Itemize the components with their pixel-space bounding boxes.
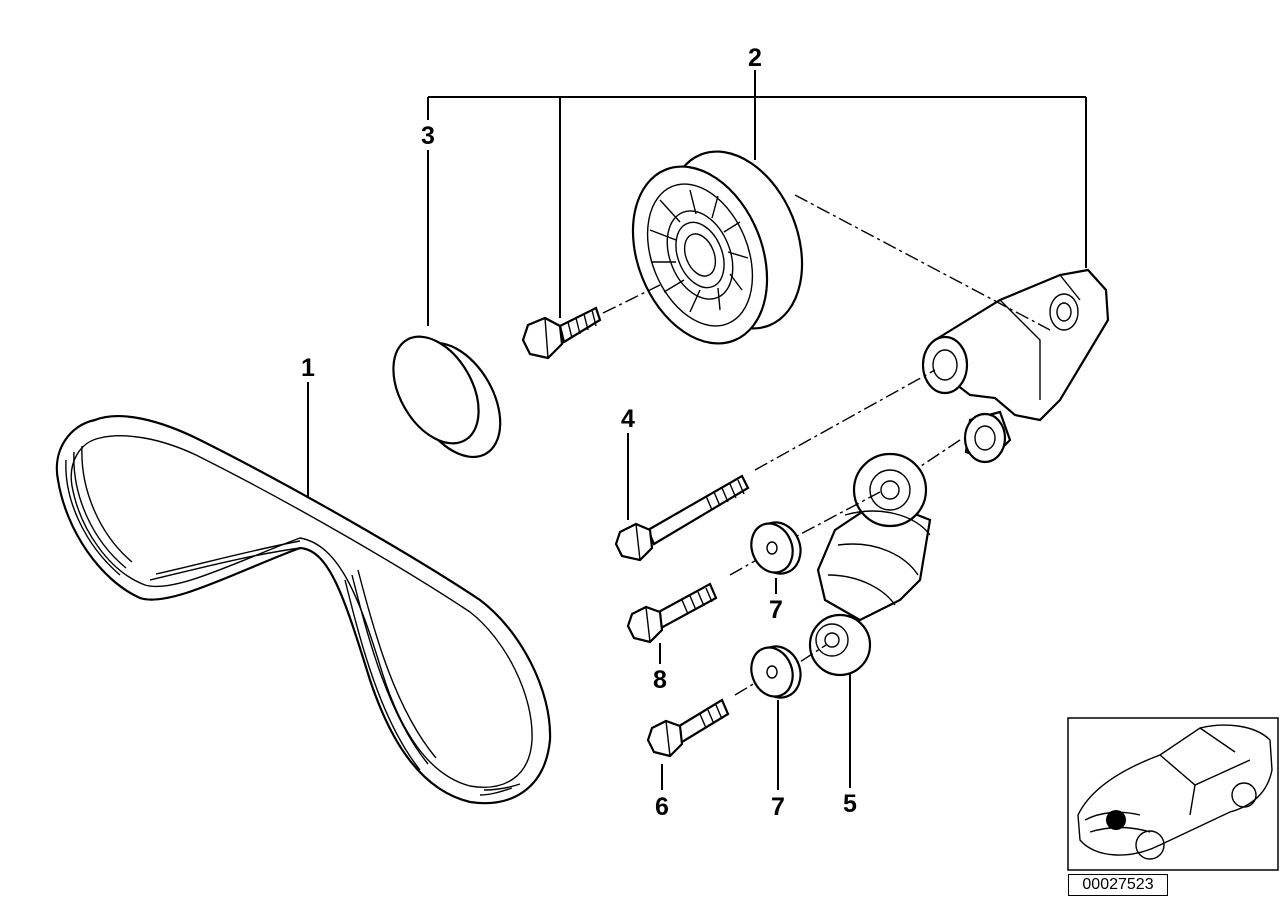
location-marker — [1106, 810, 1126, 830]
drive-belt — [55, 414, 552, 805]
callout-6: 6 — [655, 793, 669, 821]
callout-8: 8 — [653, 666, 667, 694]
callout-4: 4 — [621, 405, 635, 433]
reference-number: 00027523 — [1068, 874, 1168, 896]
long-bolt — [614, 474, 750, 562]
vehicle-location-inset — [1067, 717, 1279, 871]
tensioner-bracket — [921, 268, 1110, 464]
callout-3: 3 — [421, 122, 435, 150]
hydraulic-tensioner — [808, 452, 932, 677]
pulley-bolt — [521, 306, 602, 360]
callout-7-lower: 7 — [771, 793, 785, 821]
callout-2: 2 — [748, 44, 762, 72]
bolt-8 — [626, 582, 718, 644]
callout-5: 5 — [843, 790, 857, 818]
tension-pulley — [631, 150, 804, 345]
washer-upper — [750, 521, 802, 575]
callout-7-upper: 7 — [769, 596, 783, 624]
callout-1: 1 — [301, 354, 315, 382]
washer-lower — [750, 645, 802, 699]
pulley-cap — [392, 335, 502, 459]
bolt-6 — [646, 698, 730, 758]
group-2-bracket — [427, 70, 1087, 326]
